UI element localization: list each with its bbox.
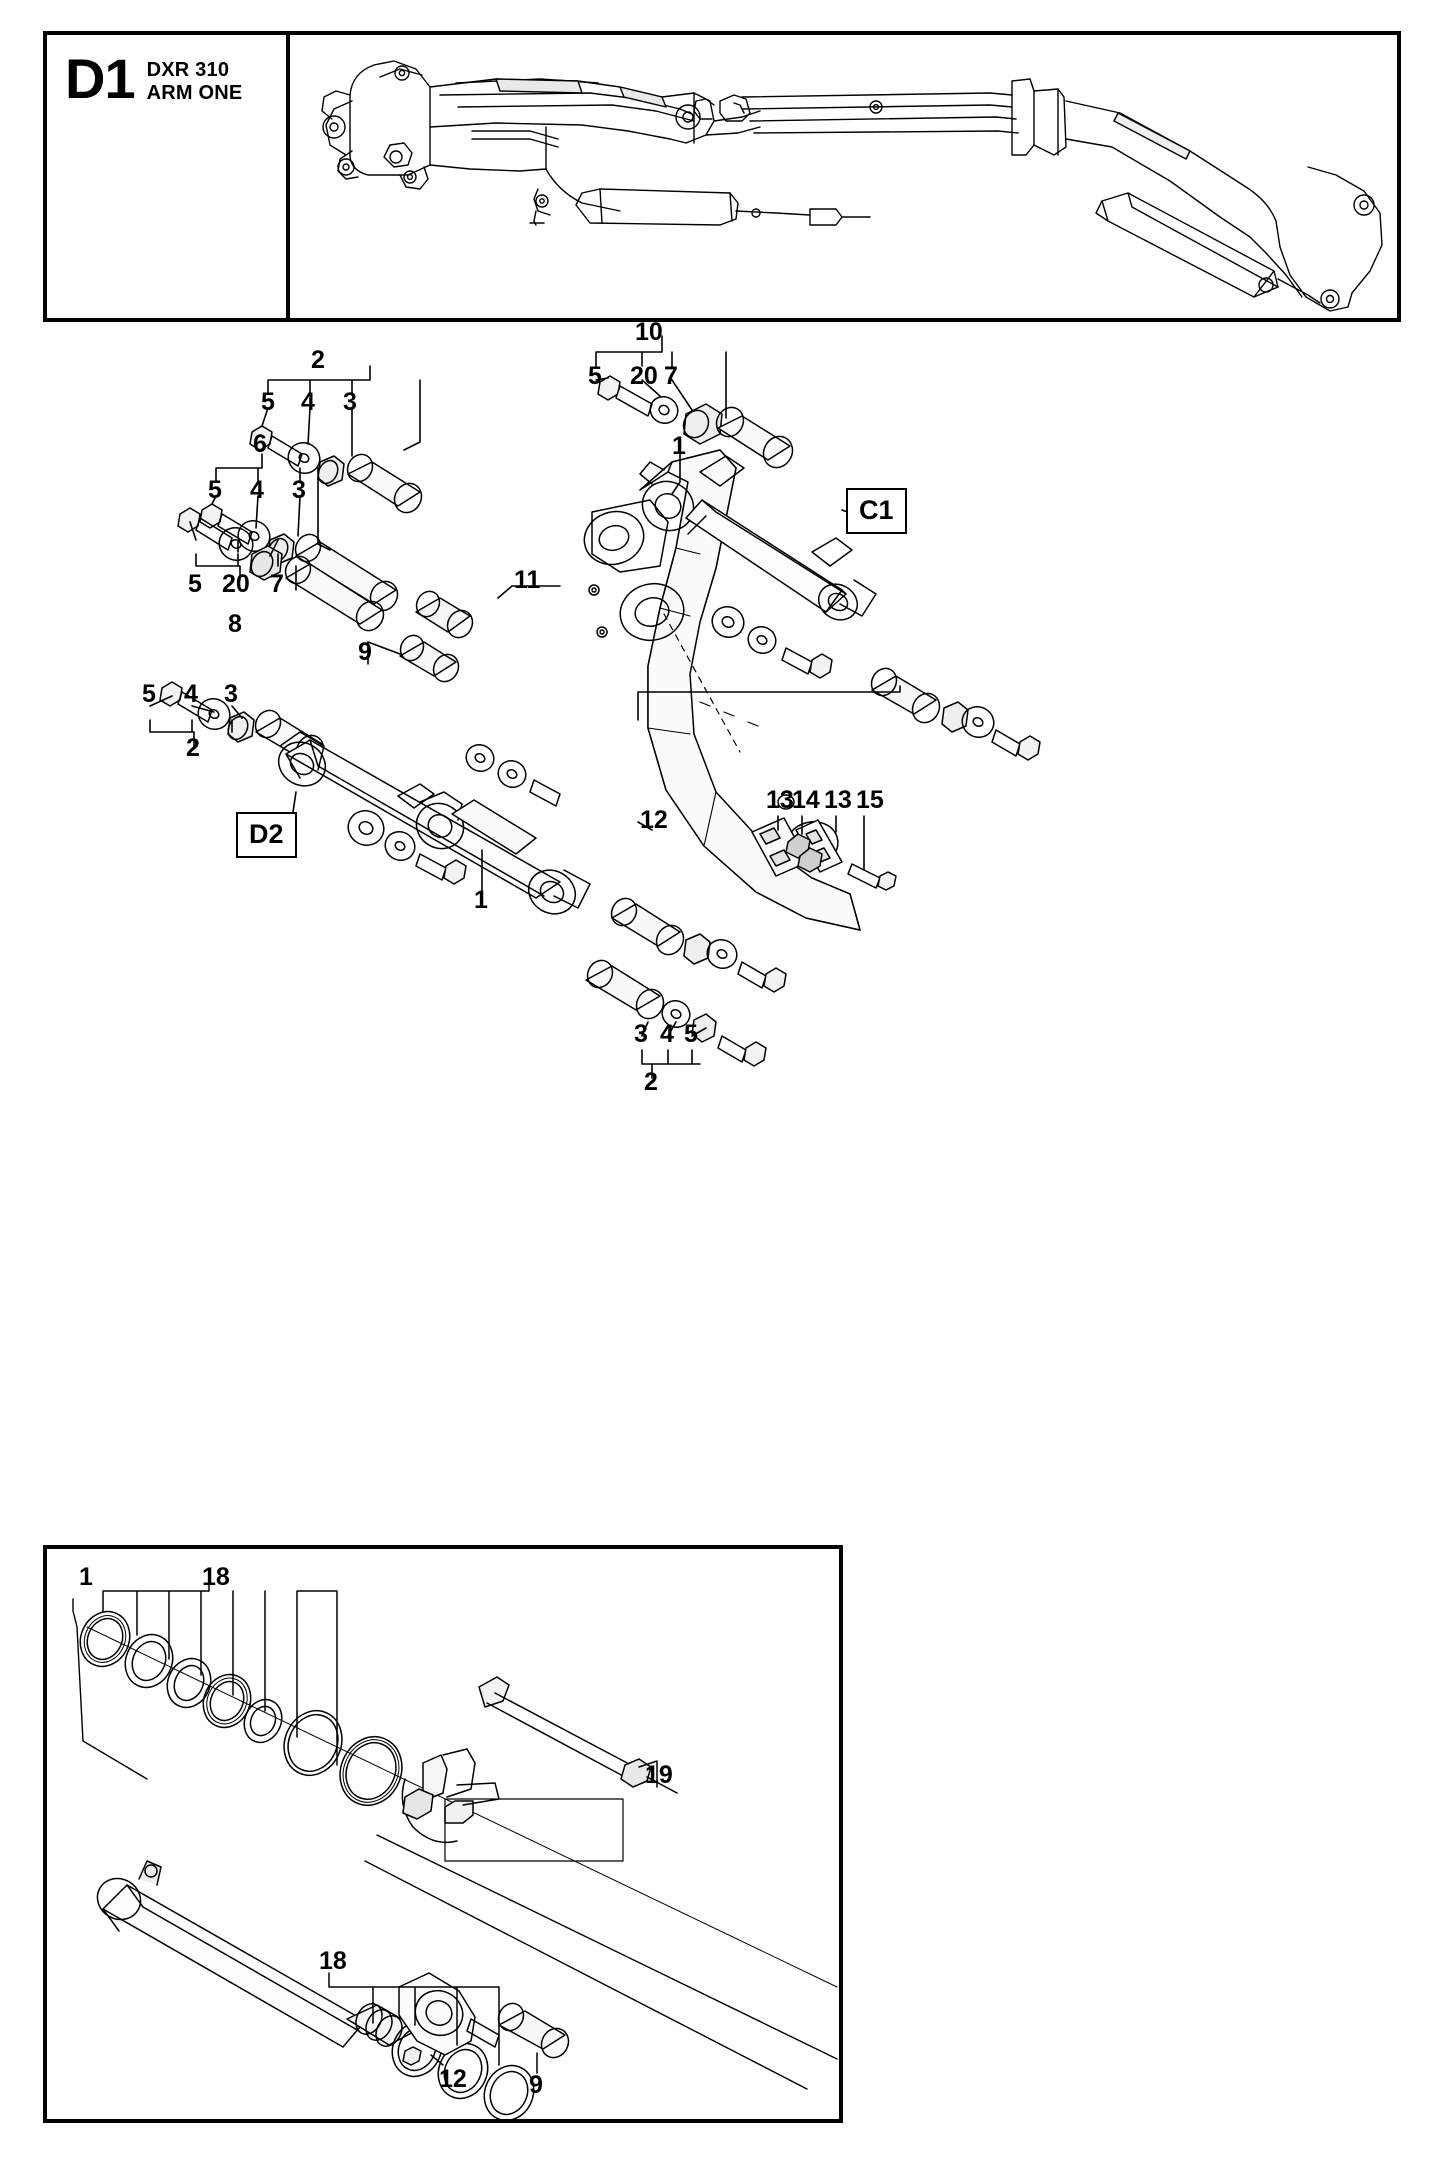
callout-3-bottom-left: 3	[224, 680, 238, 708]
reference-c1[interactable]: C1	[846, 488, 907, 534]
callout-12: 12	[640, 806, 668, 834]
callout-6: 6	[253, 430, 267, 458]
callout-5-mid-left: 5	[208, 476, 222, 504]
callout-4-bottom-left: 4	[184, 680, 198, 708]
reference-d2[interactable]: D2	[236, 812, 297, 858]
callout-18-top: 18	[202, 1563, 230, 1591]
callout-11: 11	[514, 566, 541, 594]
callout-5-top-right: 5	[588, 362, 602, 390]
callout-19: 19	[645, 1761, 673, 1789]
callout-3-bottom-right: 3	[634, 1020, 648, 1048]
callout-2-top-left: 2	[311, 346, 325, 374]
exploded-assembly-view: 2 5 4 3 6 5 4 3 5 20 7 8 5 4 3 2 10 5 20…	[0, 318, 1445, 1542]
callout-7-lower-left: 7	[270, 570, 284, 598]
callout-12-bottom-panel: 12	[439, 2065, 467, 2093]
callout-5-top-left: 5	[261, 388, 275, 416]
callout-1-left-cylinder: 1	[474, 886, 488, 914]
callout-10: 10	[635, 318, 663, 346]
assembly-name: ARM ONE	[146, 82, 243, 104]
arm-overview-drawing	[290, 35, 1397, 318]
title-block: D1 DXR 310 ARM ONE	[47, 35, 290, 318]
title-and-overview-panel: D1 DXR 310 ARM ONE	[43, 31, 1401, 322]
callout-18-bottom: 18	[319, 1947, 347, 1975]
callout-3-top-left: 3	[343, 388, 357, 416]
callout-5-lower-left: 5	[188, 570, 202, 598]
callout-4-bottom-right: 4	[660, 1020, 674, 1048]
callout-1-bottom-panel: 1	[79, 1563, 93, 1591]
callout-20-lower-left: 20	[222, 570, 250, 598]
callout-4-mid-left: 4	[250, 476, 264, 504]
callout-1-right-cylinder: 1	[672, 432, 686, 460]
cylinder-seal-detail-panel: 1 18 19 18 12 9	[43, 1545, 843, 2123]
callout-9-bottom-panel: 9	[529, 2071, 543, 2099]
callout-2-bottom-left: 2	[186, 734, 200, 762]
callout-13-right: 13	[824, 786, 852, 814]
callout-8: 8	[228, 610, 242, 638]
callout-13-left: 13	[766, 786, 794, 814]
callout-5-bottom-left: 5	[142, 680, 156, 708]
callout-15: 15	[856, 786, 884, 814]
callout-3-mid-left: 3	[292, 476, 306, 504]
callout-14: 14	[792, 786, 820, 814]
sheet-code: D1	[65, 47, 136, 110]
callout-9: 9	[358, 638, 372, 666]
callout-4-top-left: 4	[301, 388, 315, 416]
callout-20-top-right: 20	[630, 362, 658, 390]
callout-7-top-right: 7	[664, 362, 678, 390]
model-name: DXR 310	[146, 59, 230, 81]
callout-5-bottom-right: 5	[684, 1020, 698, 1048]
callout-2-bottom-right: 2	[644, 1068, 658, 1096]
